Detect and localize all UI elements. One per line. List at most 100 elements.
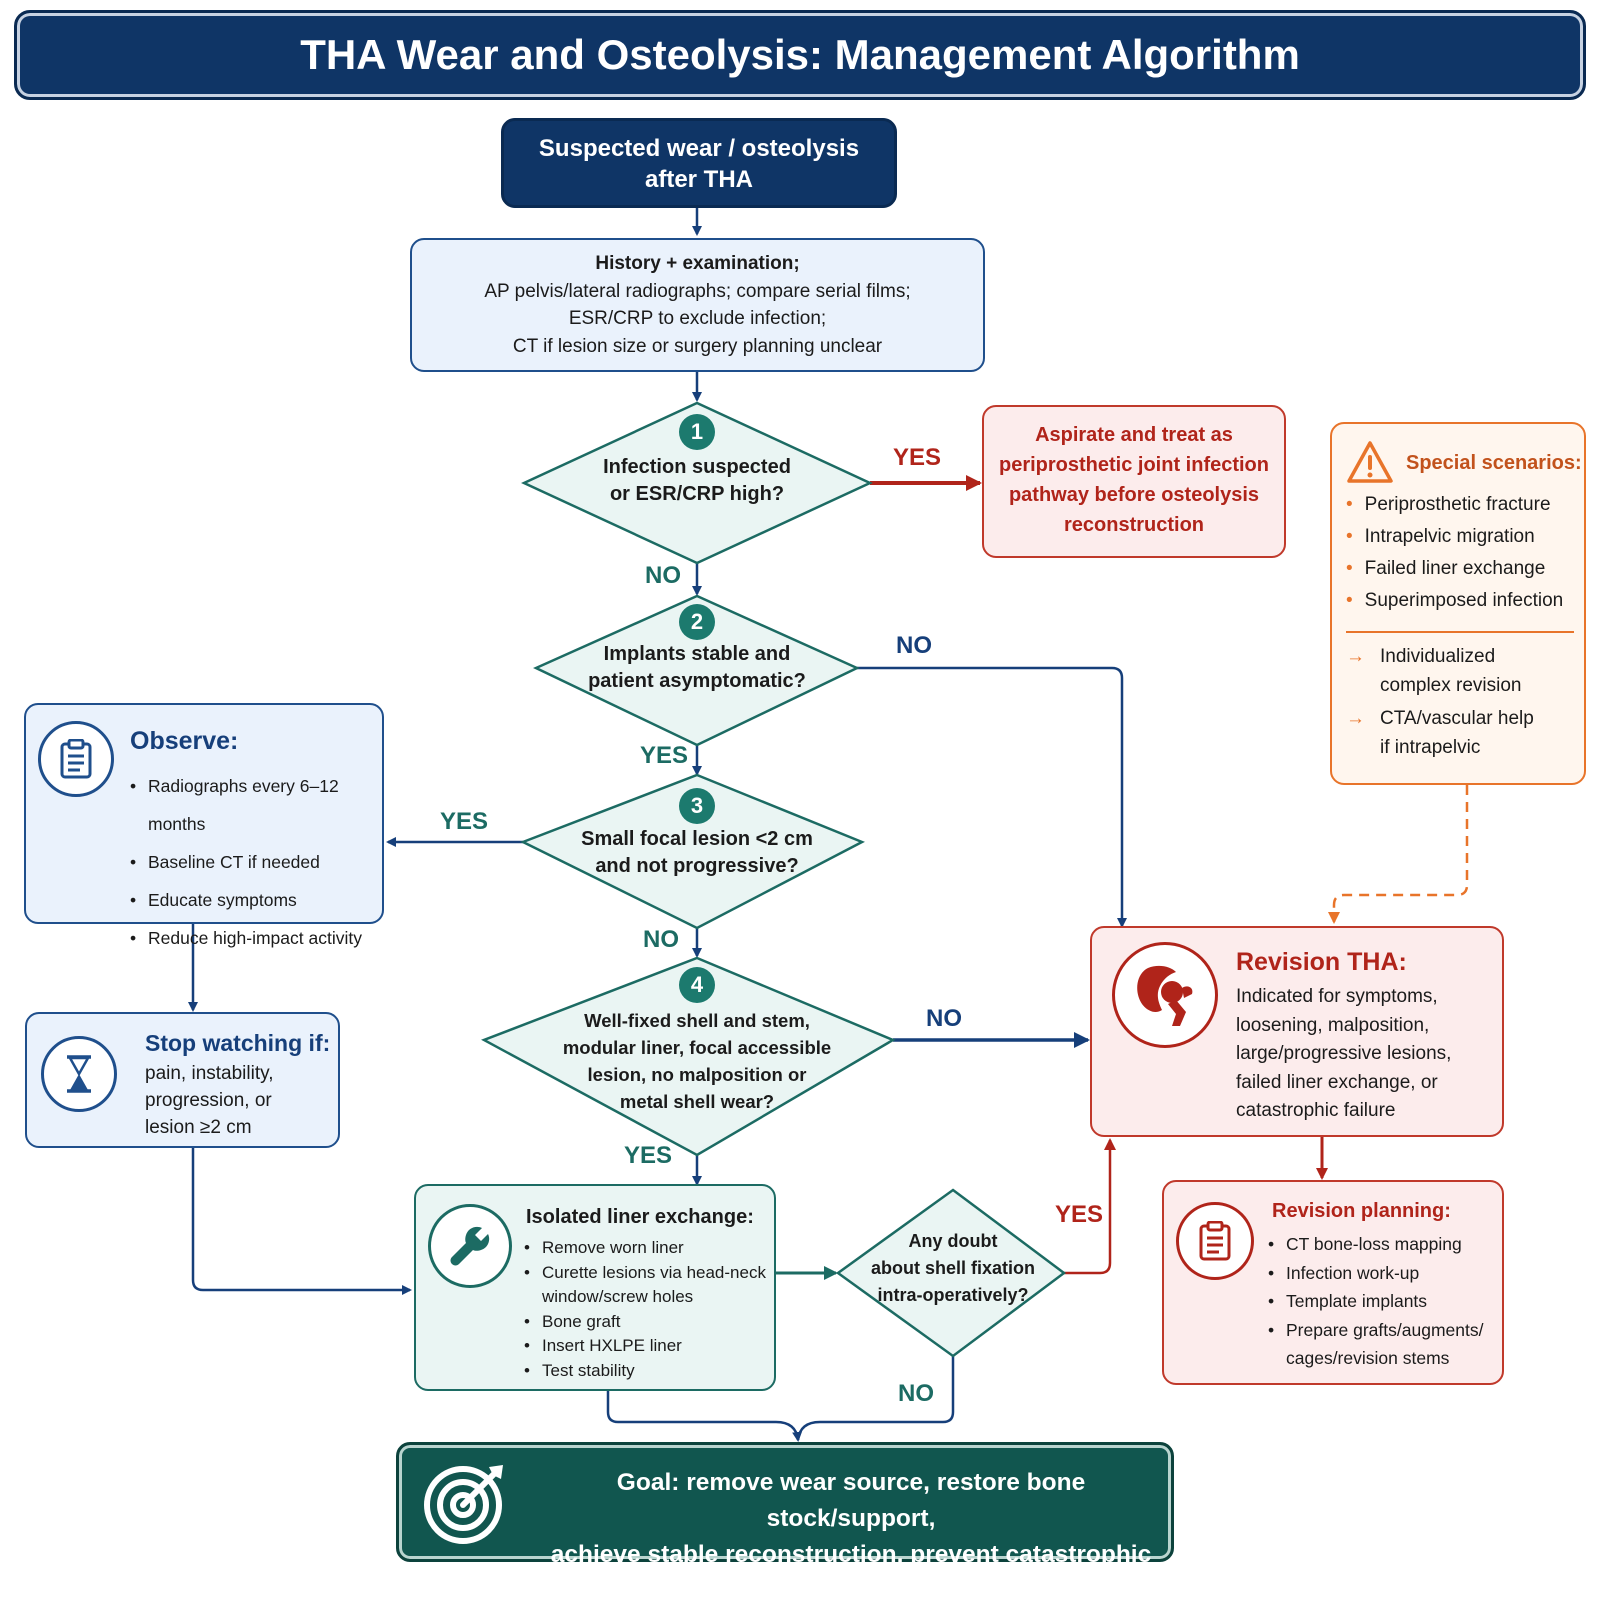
decision-4-number: 4 bbox=[679, 967, 715, 1003]
doubt-no-label: NO bbox=[898, 1380, 934, 1407]
stop-heading: Stop watching if: bbox=[145, 1030, 331, 1056]
decision-2-yes-label: YES bbox=[640, 742, 689, 769]
arrow-d2-no-to-revision bbox=[857, 666, 1127, 928]
infection-line-1: Aspirate and treat as bbox=[1035, 424, 1233, 446]
history-box: History + examination; AP pelvis/lateral… bbox=[410, 238, 985, 372]
special-divider bbox=[1346, 631, 1574, 633]
revision-line-3: large/progressive lesions, bbox=[1236, 1043, 1452, 1064]
hip-joint-icon bbox=[1112, 942, 1218, 1048]
liner-item-5: Test stability bbox=[520, 1359, 772, 1384]
decision-4-text: Well-fixed shell and stem, modular liner… bbox=[556, 1007, 838, 1115]
special-item-2-text: Intrapelvic migration bbox=[1364, 526, 1535, 547]
clipboard-icon bbox=[38, 721, 114, 797]
special-item-1-text: Periprosthetic fracture bbox=[1364, 494, 1551, 515]
stop-line-3: lesion ≥2 cm bbox=[145, 1117, 252, 1138]
revision-line-2: loosening, malposition, bbox=[1236, 1014, 1430, 1036]
infection-line-2: periprosthetic joint infection bbox=[998, 454, 1269, 476]
decision-4-line-1: Well-fixed shell and stem, bbox=[584, 1010, 810, 1031]
doubt-line-1: Any doubt bbox=[908, 1231, 998, 1251]
warning-icon bbox=[1347, 441, 1393, 483]
planning-item-4-line-1: Prepare grafts/augments/ bbox=[1286, 1319, 1484, 1340]
revision-line-5: catastrophic failure bbox=[1236, 1100, 1396, 1121]
special-arrow-1: → Individualized complex revision bbox=[1346, 642, 1522, 700]
liner-list: Remove worn liner Curette lesions via he… bbox=[520, 1236, 772, 1383]
decision-4-no-label: NO bbox=[926, 1005, 962, 1032]
start-box: Suspected wear / osteolysis after THA bbox=[501, 118, 897, 208]
decision-2-shape bbox=[533, 594, 860, 747]
revision-heading: Revision THA: bbox=[1236, 948, 1407, 976]
infection-line-3: pathway before osteolysis bbox=[1008, 484, 1260, 506]
decision-1-text: Infection suspected or ESR/CRP high? bbox=[574, 454, 820, 508]
decision-1-line-1: Infection suspected bbox=[603, 456, 791, 478]
observe-item-2: Baseline CT if needed bbox=[126, 843, 382, 881]
arrow-doubt-no-to-goal bbox=[796, 1356, 955, 1441]
target-icon bbox=[424, 1465, 503, 1544]
liner-item-2: Curette lesions via head-neck window/scr… bbox=[520, 1261, 772, 1310]
decision-4-line-4: metal shell wear? bbox=[619, 1091, 775, 1112]
decision-3-text: Small focal lesion <2 cm and not progres… bbox=[566, 826, 828, 880]
special-arrow-2: → CTA/vascular help if intrapelvic bbox=[1346, 704, 1534, 762]
planning-list: CT bone-loss mapping Infection work-up T… bbox=[1264, 1230, 1500, 1373]
liner-item-2-line-2: window/screw holes bbox=[542, 1287, 694, 1306]
decision-4-yes-label: YES bbox=[624, 1142, 673, 1169]
planning-item-2: Infection work-up bbox=[1264, 1259, 1500, 1288]
observe-list: Radiographs every 6–12 months Baseline C… bbox=[126, 767, 382, 957]
decision-2-no-label: NO bbox=[896, 632, 932, 659]
revision-tha-box: Revision THA: Indicated for symptoms, lo… bbox=[1090, 926, 1504, 1137]
goal-box: Goal: remove wear source, restore bone s… bbox=[396, 1442, 1174, 1604]
doubt-yes-label: YES bbox=[1055, 1201, 1104, 1228]
decision-1-number: 1 bbox=[679, 414, 715, 450]
history-line-1: AP pelvis/lateral radiographs; compare s… bbox=[484, 280, 911, 302]
decision-2-line-2: patient asymptomatic? bbox=[588, 670, 806, 692]
planning-item-1: CT bone-loss mapping bbox=[1264, 1230, 1500, 1259]
arrow-stop-to-liner bbox=[191, 1148, 412, 1295]
decision-4-line-2: modular liner, focal accessible bbox=[562, 1037, 832, 1058]
clipboard-icon bbox=[1176, 1202, 1254, 1280]
revision-planning-box: Revision planning: CT bone-loss mapping … bbox=[1162, 1180, 1504, 1385]
revision-line-1: Indicated for symptoms, bbox=[1236, 986, 1438, 1007]
liner-exchange-box: Isolated liner exchange: Remove worn lin… bbox=[414, 1184, 776, 1391]
decision-1-no-label: NO bbox=[645, 562, 681, 589]
page-title: THA Wear and Osteolysis: Management Algo… bbox=[14, 10, 1586, 100]
arrow-special-to-revision bbox=[1328, 785, 1469, 924]
special-arrow-1-line-2: complex revision bbox=[1380, 675, 1522, 696]
history-line-3: CT if lesion size or surgery planning un… bbox=[512, 335, 883, 357]
planning-item-4: Prepare grafts/augments/ cages/revision … bbox=[1264, 1316, 1500, 1373]
decision-3-yes-label: YES bbox=[440, 808, 489, 835]
arrow-right-icon: → bbox=[1346, 708, 1365, 729]
special-heading: Special scenarios: bbox=[1406, 452, 1582, 474]
infection-action-box: Aspirate and treat as periprosthetic joi… bbox=[982, 405, 1286, 558]
decision-4-line-3: lesion, no malposition or bbox=[587, 1064, 807, 1085]
special-item-4-text: Superimposed infection bbox=[1364, 590, 1564, 611]
start-line-2: after THA bbox=[644, 166, 753, 193]
history-heading: History + examination; bbox=[595, 253, 800, 274]
special-scenarios-box: Special scenarios: •Periprosthetic fract… bbox=[1330, 422, 1586, 785]
observe-item-4: Reduce high-impact activity bbox=[126, 919, 382, 957]
planning-item-4-line-2: cages/revision stems bbox=[1286, 1348, 1450, 1368]
planning-heading: Revision planning: bbox=[1272, 1200, 1451, 1222]
observe-box: Observe: Radiographs every 6–12 months B… bbox=[24, 703, 384, 957]
history-line-2: ESR/CRP to exclude infection; bbox=[568, 308, 827, 329]
decision-1-yes-label: YES bbox=[893, 444, 942, 471]
doubt-line-2: about shell fixation bbox=[870, 1258, 1035, 1278]
hourglass-icon bbox=[41, 1036, 117, 1112]
goal-text: Goal: remove wear source, restore bone s… bbox=[539, 1465, 1163, 1609]
stop-line-1: pain, instability, bbox=[145, 1063, 274, 1084]
observe-item-1: Radiographs every 6–12 months bbox=[126, 767, 382, 843]
revision-line-4: failed liner exchange, or bbox=[1236, 1071, 1438, 1093]
doubt-text: Any doubt about shell fixation intra-ope… bbox=[858, 1228, 1048, 1309]
decision-2-text: Implants stable and patient asymptomatic… bbox=[574, 641, 820, 695]
decision-3-no-label: NO bbox=[643, 926, 679, 953]
goal-line-2: achieve stable reconstruction, prevent c… bbox=[550, 1541, 1152, 1604]
liner-item-3: Bone graft bbox=[520, 1310, 772, 1335]
special-list: •Periprosthetic fracture •Intrapelvic mi… bbox=[1346, 489, 1582, 617]
decision-3-shape bbox=[519, 773, 865, 930]
special-item-3-text: Failed liner exchange bbox=[1364, 558, 1546, 579]
infection-line-4: reconstruction bbox=[1063, 514, 1205, 536]
start-line-1: Suspected wear / osteolysis bbox=[538, 135, 860, 162]
special-arrow-1-line-1: Individualized bbox=[1380, 646, 1496, 667]
wrench-icon bbox=[428, 1204, 512, 1288]
liner-item-2-line-1: Curette lesions via head-neck bbox=[542, 1262, 766, 1282]
stop-line-2: progression, or bbox=[145, 1090, 272, 1111]
